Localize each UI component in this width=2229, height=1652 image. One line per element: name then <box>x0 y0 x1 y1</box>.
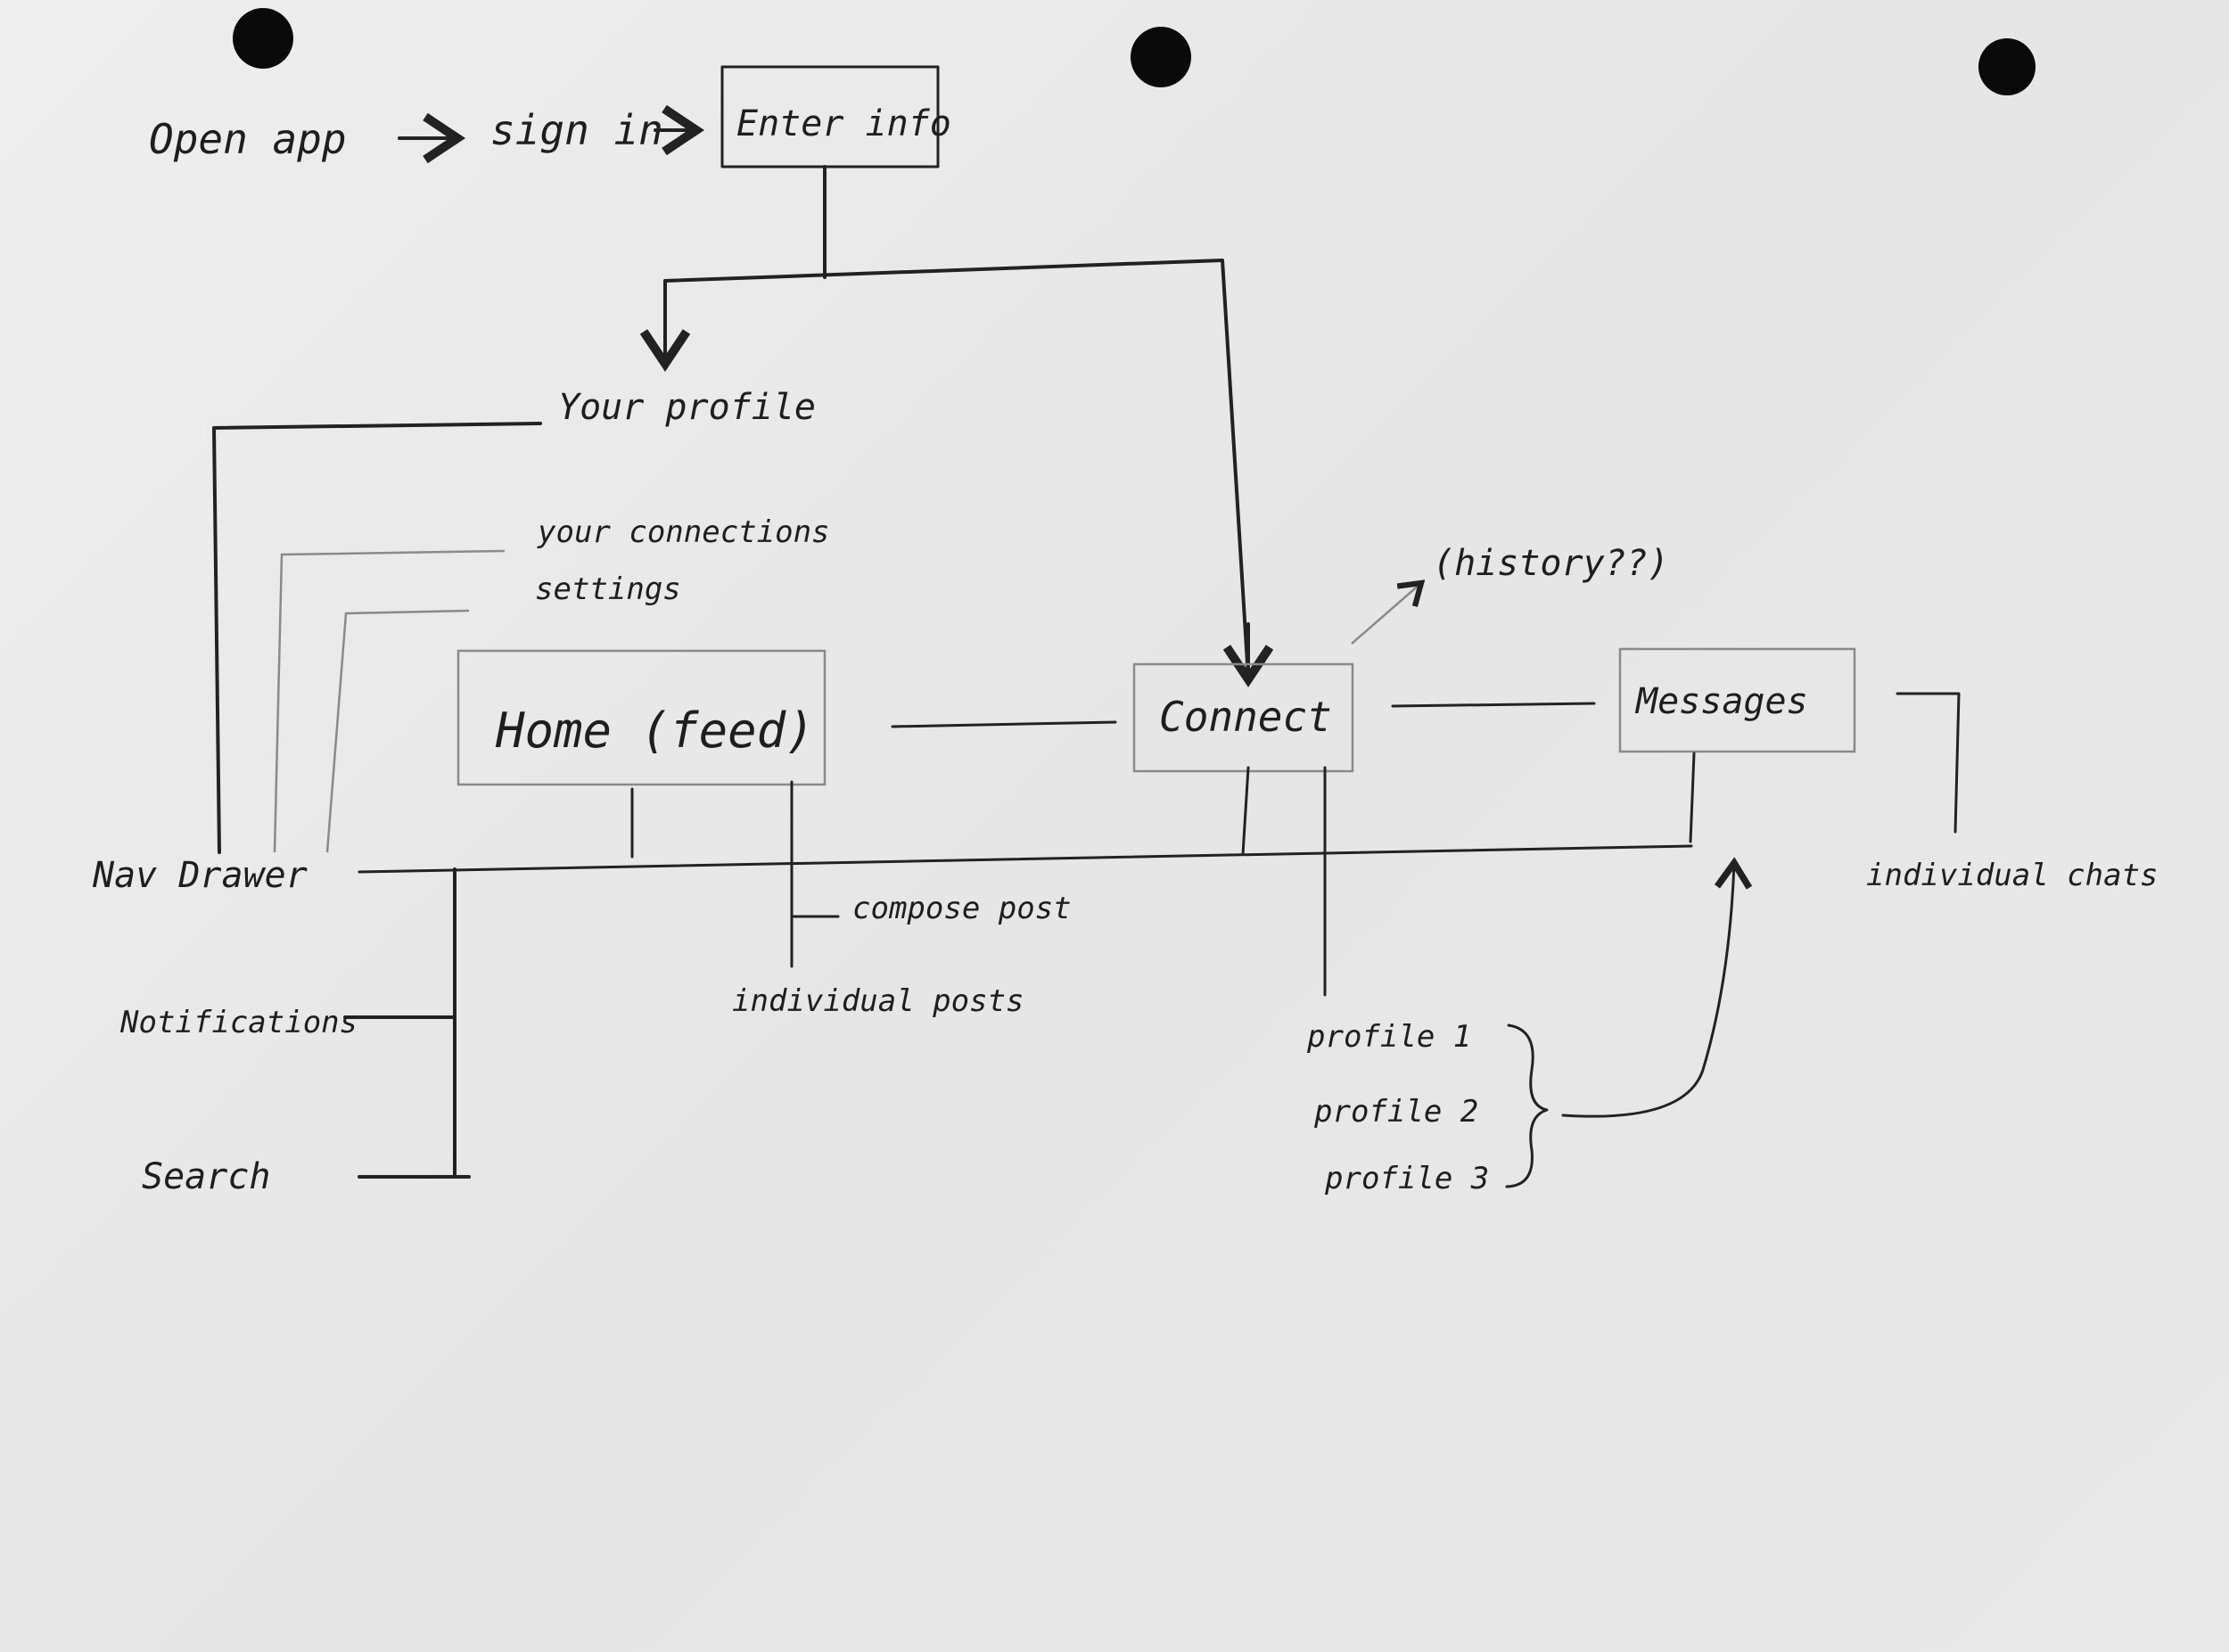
node-settings: settings <box>535 571 681 607</box>
punch-hole <box>1131 27 1191 87</box>
arrow-to-history <box>1351 583 1421 645</box>
node-individual-chats: individual chats <box>1866 858 2159 893</box>
connector <box>325 609 470 853</box>
node-individual-posts: individual posts <box>732 983 1024 1019</box>
node-nav-drawer: Nav Drawer <box>92 855 308 896</box>
node-profile-3: profile 3 <box>1324 1161 1489 1196</box>
node-enter-info: Enter info <box>736 103 951 144</box>
nav-bus <box>358 844 1693 874</box>
node-your-profile: Your profile <box>558 387 816 428</box>
node-sign-in: sign in <box>490 106 663 154</box>
brace <box>1505 1023 1549 1188</box>
connector <box>891 720 1117 728</box>
node-compose-post: compose post <box>852 891 1072 926</box>
node-connect: Connect <box>1159 693 1332 741</box>
node-search: Search <box>142 1156 271 1197</box>
node-your-connections: your connections <box>537 514 830 550</box>
node-home: Home (feed) <box>495 703 815 759</box>
node-box-connect <box>1132 662 1354 773</box>
node-box-enter-info <box>720 65 940 168</box>
node-box-messages <box>1618 647 1856 753</box>
connector <box>1896 692 1961 834</box>
connector <box>212 422 542 854</box>
node-history: (history??) <box>1433 543 1669 584</box>
node-open-app: Open app <box>149 115 347 163</box>
connector <box>630 752 1696 997</box>
node-notifications: Notifications <box>119 1005 358 1040</box>
node-profile-2: profile 2 <box>1313 1094 1478 1130</box>
arrow-to-messages <box>1561 863 1734 1118</box>
connector <box>273 549 506 853</box>
punch-hole <box>1978 38 2036 95</box>
node-profile-1: profile 1 <box>1306 1019 1471 1055</box>
connector <box>663 165 1250 679</box>
node-messages: Messages <box>1634 681 1808 722</box>
node-box-home <box>456 649 827 786</box>
connector <box>1391 702 1596 708</box>
connector <box>343 867 471 1179</box>
punch-hole <box>233 8 293 69</box>
